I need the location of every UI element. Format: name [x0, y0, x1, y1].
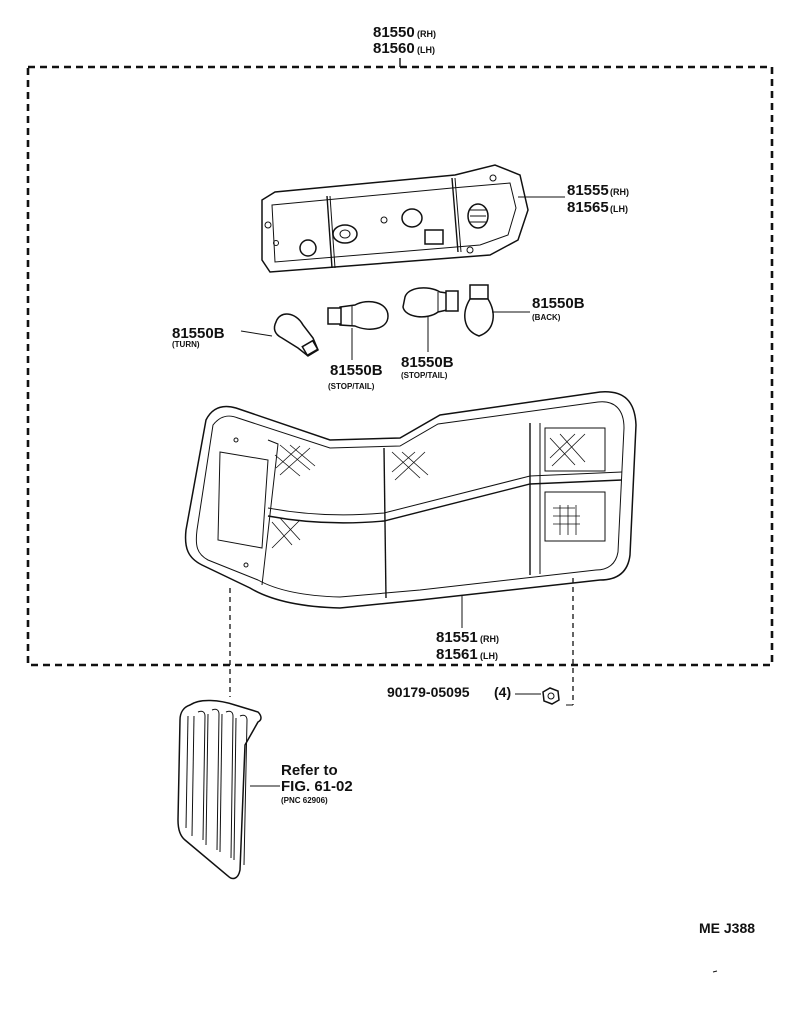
- socket-suffix-lh: (LH): [610, 204, 628, 214]
- bulb-back-pn: 81550B: [532, 295, 585, 312]
- assembly-pn-rh: 81550: [373, 24, 415, 41]
- bulb-stop-tail-1-pn: 81550B: [330, 362, 383, 379]
- reference-note: Refer to FIG. 61-02 (PNC 62906): [281, 762, 353, 805]
- socket-pn-rh: 81555: [567, 182, 609, 199]
- socket-suffix-rh: (RH): [610, 187, 629, 197]
- garnish-panel: [177, 699, 262, 880]
- lens-suffix-lh: (LH): [480, 651, 498, 661]
- nut-qty: (4): [494, 684, 511, 700]
- assembly-pn-lh: 81560: [373, 40, 415, 57]
- bulb-turn-pn: 81550B: [172, 325, 225, 342]
- assembly-suffix-lh: (LH): [417, 45, 435, 55]
- socket-base-plate: [261, 164, 529, 273]
- bulb-stop-tail-2: [402, 287, 459, 318]
- bulb-turn-function: (TURN): [172, 340, 200, 349]
- bulb-turn: [273, 313, 319, 357]
- lens-hatching: [271, 433, 586, 549]
- nut-pn: 90179-05095: [387, 684, 470, 700]
- socket-pn-lh: 81565: [567, 199, 609, 216]
- bulb-back-function: (BACK): [532, 313, 561, 322]
- assembly-label: 81550 (RH) 81560 (LH): [373, 24, 436, 57]
- lens-housing: [184, 391, 637, 609]
- bulb-turn-leader: [240, 330, 273, 337]
- lens-pn-lh: 81561: [436, 646, 478, 663]
- assembly-boundary: [26, 58, 774, 667]
- nut-fastener: [542, 687, 560, 705]
- bulb-stop-tail-1-function: (STOP/TAIL): [328, 382, 375, 391]
- reference-pnc: (PNC 62906): [281, 796, 328, 805]
- reference-line2: FIG. 61-02: [281, 778, 353, 795]
- lens-pn-rh: 81551: [436, 629, 478, 646]
- lens-suffix-rh: (RH): [480, 634, 499, 644]
- lens-label: 81551 (RH) 81561 (LH): [436, 629, 499, 663]
- bulb-stop-tail-1: [327, 300, 389, 330]
- bulb-stop-tail-2-function: (STOP/TAIL): [401, 371, 448, 380]
- bulb-stop-tail-2-pn: 81550B: [401, 354, 454, 371]
- reference-line1: Refer to: [281, 762, 338, 779]
- diagram-code: ME J388: [699, 920, 755, 936]
- socket-label: 81555 (RH) 81565 (LH): [567, 182, 629, 216]
- assembly-suffix-rh: (RH): [417, 29, 436, 39]
- bulb-back: [464, 284, 494, 337]
